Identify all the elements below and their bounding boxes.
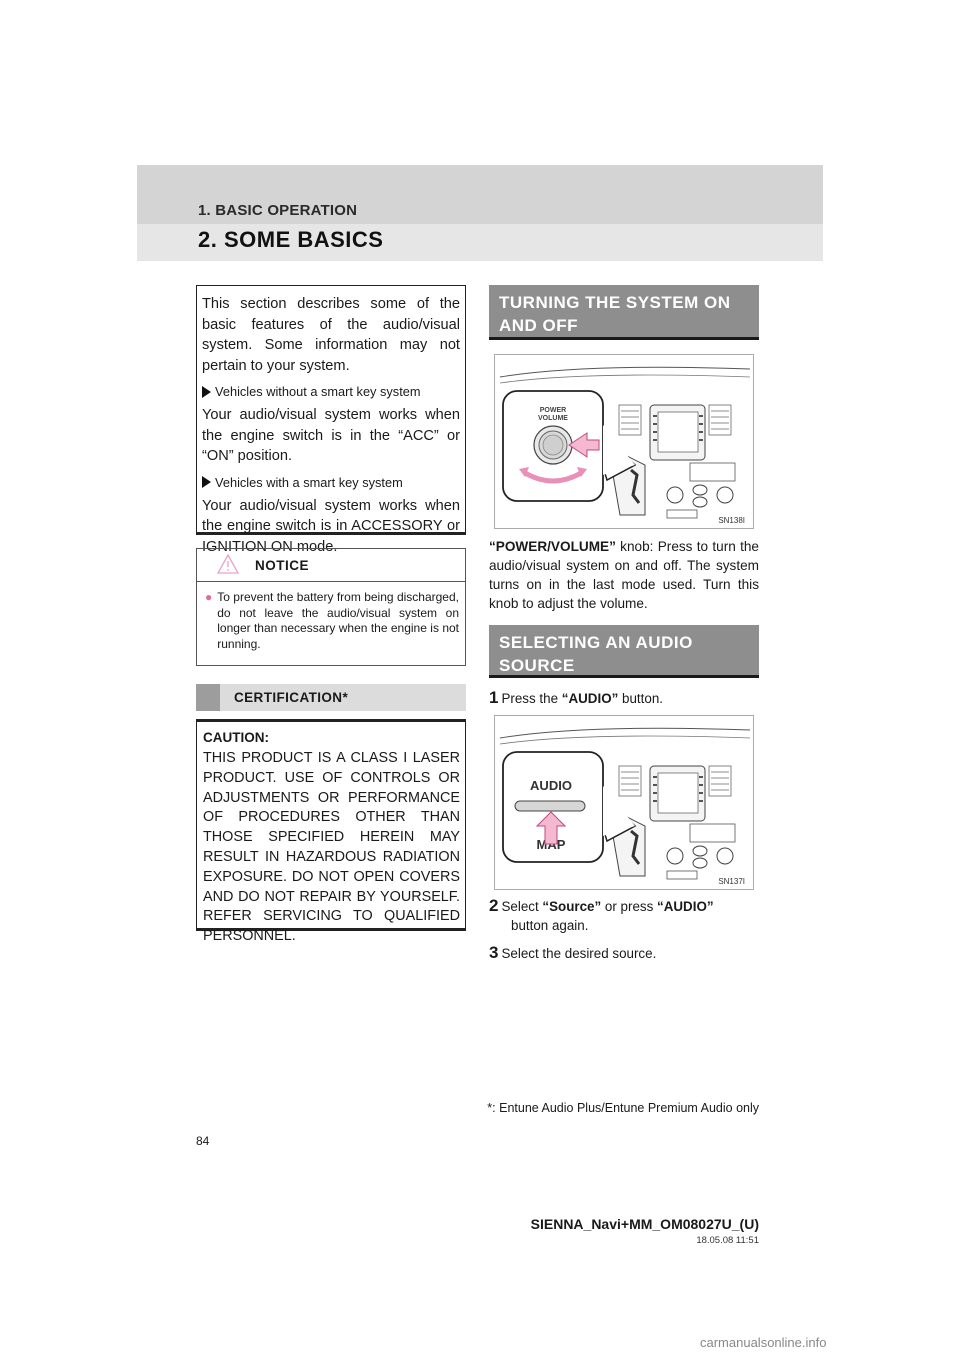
section-heading-power: TURNING THE SYSTEM ON AND OFF <box>489 285 759 340</box>
notice-label: NOTICE <box>255 558 310 573</box>
intro-text-2: Your audio/visual system works when the … <box>202 497 460 555</box>
intro-subhead-1: Vehicles without a smart key system <box>202 384 460 399</box>
warning-triangle-icon <box>217 554 239 574</box>
knob-label-line2: VOLUME <box>538 415 568 422</box>
intro-subhead-2: Vehicles with a smart key system <box>202 475 460 490</box>
step-text-mid: or press <box>601 899 658 914</box>
intro-subhead-2-label: Vehicles with a smart key system <box>215 474 403 490</box>
step-number: 2 <box>489 896 499 915</box>
header-band <box>137 165 823 224</box>
step-text: Press the <box>501 691 562 706</box>
audio-label: AUDIO <box>530 778 572 793</box>
certification-heading: CERTIFICATION* <box>196 684 466 711</box>
step-bold-source: “Source” <box>542 899 602 914</box>
arrow-right-icon <box>202 476 211 488</box>
power-volume-knob-name: “POWER/VOLUME” <box>489 539 616 554</box>
page-title: 2. SOME BASICS <box>198 227 384 252</box>
intro-subhead-1-label: Vehicles without a smart key system <box>215 384 421 399</box>
step-text: Select the desired source. <box>501 946 657 961</box>
certification-label: CERTIFICATION* <box>234 690 349 705</box>
arrow-right-icon <box>202 385 211 398</box>
footnote: *: Entune Audio Plus/Entune Premium Audi… <box>487 1101 759 1115</box>
power-volume-text: knob: Press to turn the audio/visual sys… <box>489 539 759 611</box>
power-volume-illustration: POWER VOLUME SN138I <box>494 354 754 529</box>
notice-text: To prevent the battery from being discha… <box>217 590 459 651</box>
step-bold: “AUDIO” <box>561 691 619 706</box>
dashboard-power-knob-image: POWER VOLUME SN138I <box>499 366 751 525</box>
step-number: 1 <box>489 688 499 707</box>
caution-caption: CAUTION: <box>203 730 269 745</box>
figure-code: SN138I <box>718 516 745 525</box>
dashboard-audio-button-image: AUDIO MAP SN137I <box>499 727 751 886</box>
heading-marker <box>196 684 220 711</box>
step-text-end: button again. <box>511 918 589 933</box>
caution-box: CAUTION: THIS PRODUCT IS A CLASS I LASER… <box>196 719 466 944</box>
title-band <box>137 224 823 261</box>
audio-button-illustration: AUDIO MAP SN137I <box>494 715 754 890</box>
step-number: 3 <box>489 943 499 962</box>
caution-body: THIS PRODUCT IS A CLASS I LASER PRODUCT.… <box>203 750 460 945</box>
print-stamp: 18.05.08 11:51 <box>696 1235 759 1246</box>
knob-label-line1: POWER <box>540 407 566 414</box>
figure-code: SN137I <box>718 877 745 886</box>
notice-box: NOTICE ● To prevent the battery from bei… <box>196 548 466 666</box>
notice-header: NOTICE <box>197 549 465 582</box>
power-volume-description: “POWER/VOLUME” knob: Press to turn the a… <box>489 537 759 613</box>
intro-box: This section describes some of the basic… <box>196 285 466 555</box>
step-text-end: button. <box>618 691 663 706</box>
chapter-heading: 1. BASIC OPERATION <box>198 202 358 219</box>
watermark: carmanualsonline.info <box>700 1335 827 1350</box>
step-bold-audio: “AUDIO” <box>657 899 714 914</box>
step-text: Select <box>501 899 543 914</box>
notice-body: ● To prevent the battery from being disc… <box>197 582 465 652</box>
intro-text: This section describes some of the basic… <box>202 296 460 374</box>
page-number: 84 <box>196 1134 210 1148</box>
section-heading-audio-source: SELECTING AN AUDIO SOURCE <box>489 625 759 678</box>
manual-id: SIENNA_Navi+MM_OM08027U_(U) <box>530 1216 759 1232</box>
bullet-icon: ● <box>205 590 213 604</box>
intro-text-1: Your audio/visual system works when the … <box>202 407 460 464</box>
